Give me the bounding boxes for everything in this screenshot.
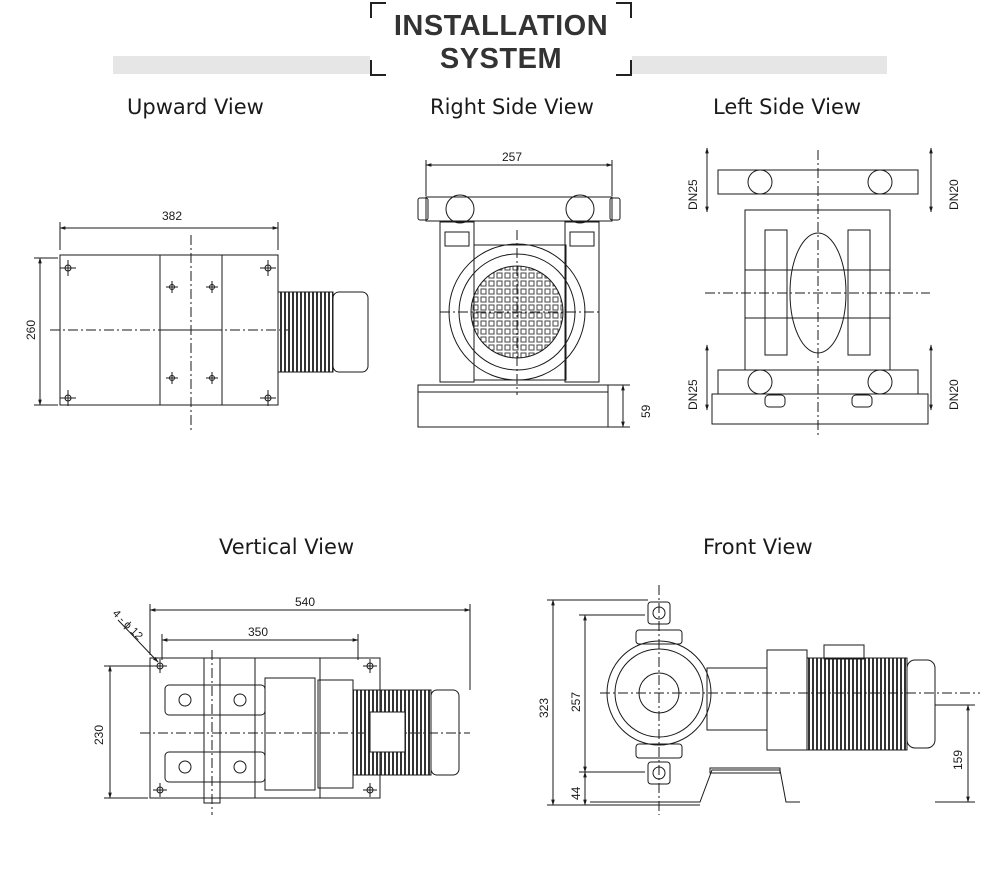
left-side-top-left-dim: DN25 (686, 179, 700, 210)
right-side-base-dim: 59 (639, 404, 653, 418)
upward-width-dim: 382 (162, 209, 182, 223)
vertical-bolt-spacing-dim: 350 (248, 625, 268, 639)
bracket-corner-icon (616, 60, 632, 76)
left-side-view-label: Left Side View (713, 95, 862, 119)
mounting-hole-icon (60, 260, 276, 406)
front-port-height-dim: 257 (569, 692, 583, 712)
front-base-height-dim: 44 (569, 786, 583, 800)
upward-height-dim: 260 (24, 320, 38, 340)
upward-view-label: Upward View (127, 95, 264, 119)
bracket-corner-icon (370, 2, 386, 18)
front-view-drawing (547, 585, 980, 815)
left-side-bottom-right-dim: DN20 (947, 379, 961, 410)
vertical-depth-dim: 230 (92, 725, 106, 745)
bracket-corner-icon (616, 2, 632, 18)
header-title-box (370, 0, 632, 74)
front-overall-height-dim: 323 (537, 698, 551, 718)
bracket-corner-icon (370, 60, 386, 76)
vertical-holes-dim: 4 - ϕ 12 (110, 608, 145, 643)
left-side-view-drawing (705, 147, 933, 438)
front-shaft-height-dim: 159 (951, 750, 965, 770)
upward-view-drawing (34, 222, 369, 430)
vertical-view-drawing (104, 604, 471, 815)
right-side-view-drawing (417, 160, 630, 428)
vertical-overall-width-dim: 540 (295, 595, 315, 609)
front-view-label: Front View (703, 535, 813, 559)
left-side-top-right-dim: DN20 (947, 179, 961, 210)
left-side-bottom-left-dim: DN25 (686, 379, 700, 410)
page-title-line-1: INSTALLATION (393, 10, 609, 42)
right-side-view-label: Right Side View (430, 95, 594, 119)
page-title-line-2: SYSTEM (439, 43, 563, 75)
right-side-width-dim: 257 (502, 150, 522, 164)
vertical-view-label: Vertical View (219, 535, 355, 559)
